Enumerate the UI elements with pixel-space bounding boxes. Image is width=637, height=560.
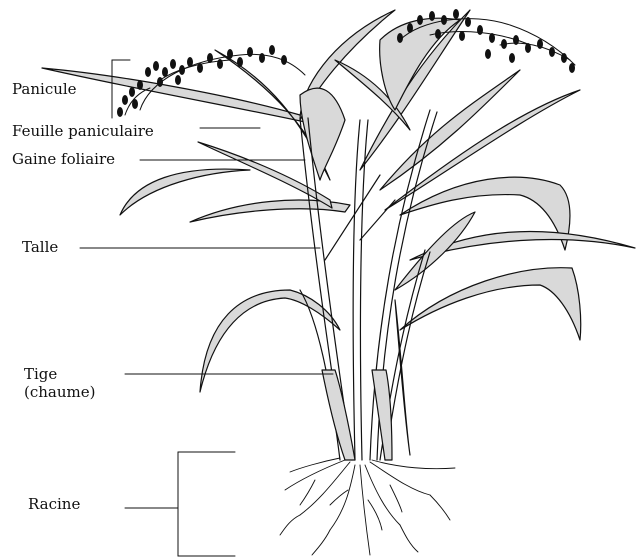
grains	[117, 9, 575, 117]
label-gaine-foliaire: Gaine foliaire	[12, 151, 115, 168]
roots	[280, 458, 455, 555]
label-feuille-paniculaire: Feuille paniculaire	[12, 123, 154, 140]
label-racine: Racine	[28, 496, 80, 513]
leaves	[42, 10, 635, 392]
label-chaume: (chaume)	[24, 384, 95, 401]
label-talle: Talle	[22, 239, 58, 256]
label-tige: Tige	[24, 366, 57, 383]
label-panicule: Panicule	[12, 81, 77, 98]
